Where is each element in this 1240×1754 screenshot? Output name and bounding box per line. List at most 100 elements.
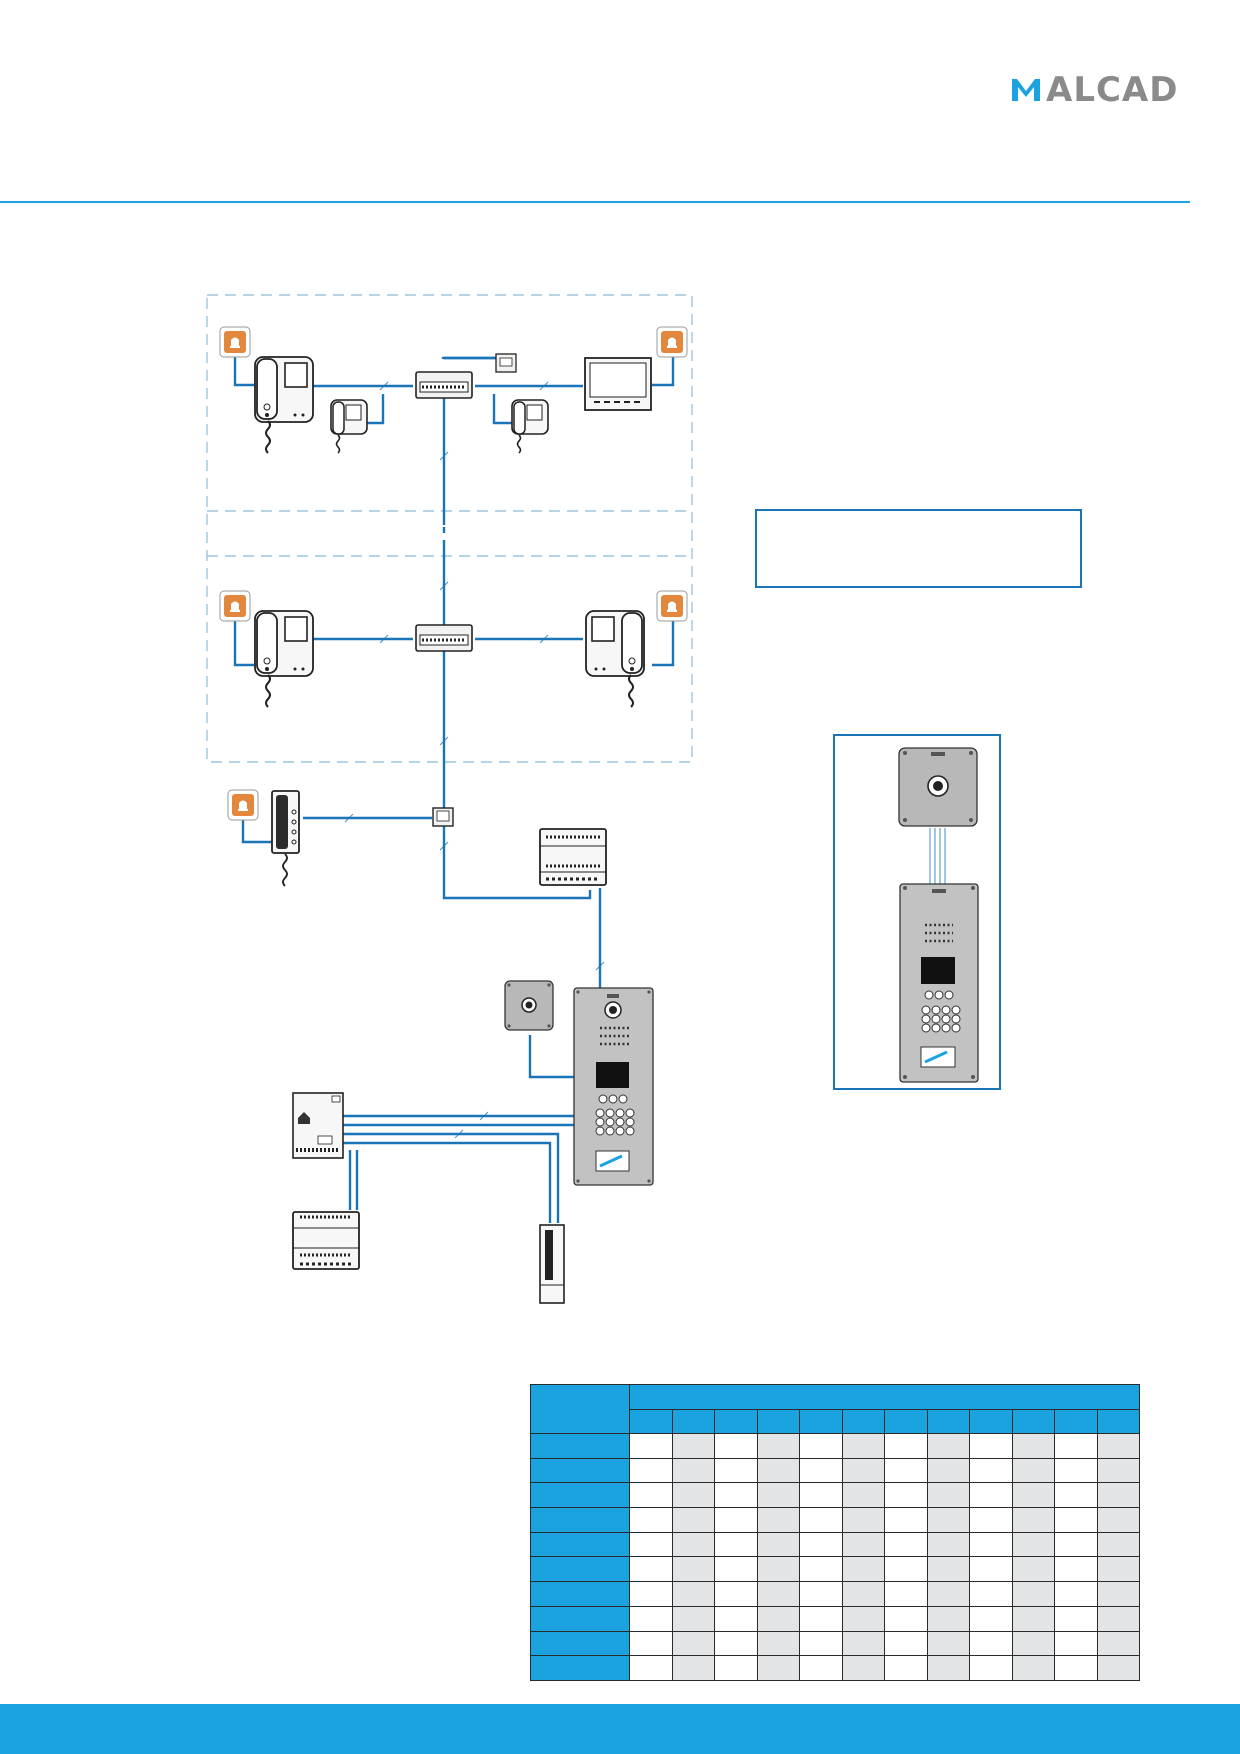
table-cell bbox=[671, 1581, 715, 1607]
table-group-header bbox=[629, 1384, 1140, 1410]
table-cell bbox=[841, 1507, 885, 1533]
table-cell bbox=[969, 1482, 1013, 1509]
table-cell bbox=[714, 1655, 758, 1681]
table-cell bbox=[799, 1605, 843, 1632]
table-cell bbox=[1096, 1605, 1140, 1632]
table-cell bbox=[756, 1433, 800, 1459]
table-cell bbox=[884, 1507, 928, 1533]
bell-icon bbox=[227, 789, 259, 821]
brand-name: ALCAD bbox=[1046, 70, 1179, 110]
table-cell bbox=[1054, 1507, 1098, 1533]
table-cell bbox=[756, 1556, 800, 1583]
table-column-header bbox=[1096, 1409, 1140, 1434]
table-cell bbox=[629, 1531, 673, 1558]
table-cell bbox=[969, 1507, 1013, 1533]
table-cell bbox=[969, 1630, 1013, 1657]
table-column-header bbox=[714, 1409, 758, 1434]
compact-videophone-icon bbox=[330, 399, 368, 454]
table-cell bbox=[756, 1605, 800, 1632]
alcad-logo-mark-icon bbox=[1012, 79, 1040, 101]
table-cell bbox=[1011, 1482, 1055, 1509]
table-cell bbox=[1096, 1655, 1140, 1681]
table-cell bbox=[1054, 1457, 1098, 1484]
table-cell bbox=[799, 1630, 843, 1657]
table-cell bbox=[714, 1482, 758, 1509]
relay-module-icon bbox=[495, 353, 517, 373]
table-cell bbox=[714, 1605, 758, 1632]
table-cell bbox=[1011, 1531, 1055, 1558]
table-cell bbox=[629, 1655, 673, 1681]
table-cell bbox=[799, 1457, 843, 1484]
table-cell bbox=[714, 1507, 758, 1533]
table-cell bbox=[1096, 1457, 1140, 1484]
table-cell bbox=[884, 1655, 928, 1681]
table-cell bbox=[799, 1655, 843, 1681]
table-cell bbox=[969, 1556, 1013, 1583]
table-cell bbox=[629, 1556, 673, 1583]
table-cell bbox=[926, 1457, 970, 1484]
table-cell bbox=[926, 1630, 970, 1657]
table-cell bbox=[884, 1457, 928, 1484]
header-rule bbox=[0, 201, 1190, 203]
table-cell bbox=[1096, 1482, 1140, 1509]
table-row bbox=[530, 1655, 1140, 1681]
table-cell bbox=[926, 1581, 970, 1607]
table-cell bbox=[884, 1556, 928, 1583]
table-cell bbox=[629, 1630, 673, 1657]
table-cell bbox=[1011, 1655, 1055, 1681]
camera-module-icon bbox=[504, 980, 554, 1031]
alcad-logo: ALCAD bbox=[1012, 70, 1178, 110]
table-column-header bbox=[926, 1409, 970, 1434]
table-row-header bbox=[530, 1605, 630, 1632]
table-cell bbox=[671, 1507, 715, 1533]
table-cell bbox=[756, 1507, 800, 1533]
power-supply-icon bbox=[539, 828, 607, 886]
distributor-icon bbox=[414, 370, 474, 400]
table-row-header bbox=[530, 1507, 630, 1533]
table-column-header bbox=[884, 1409, 928, 1434]
notes-box bbox=[755, 509, 1082, 588]
table-cell bbox=[629, 1482, 673, 1509]
table-cell bbox=[841, 1531, 885, 1558]
table-column-header bbox=[799, 1409, 843, 1434]
table-row-header bbox=[530, 1556, 630, 1583]
table-cell bbox=[1096, 1531, 1140, 1558]
table-cell bbox=[969, 1605, 1013, 1632]
table-column-header bbox=[1011, 1409, 1055, 1434]
table-row bbox=[530, 1433, 1140, 1459]
door-panel-icon bbox=[573, 987, 654, 1186]
table-cell bbox=[1011, 1605, 1055, 1632]
table-cell bbox=[1054, 1655, 1098, 1681]
table-cell bbox=[884, 1630, 928, 1657]
touch-monitor-icon bbox=[584, 357, 652, 411]
table-row-header bbox=[530, 1457, 630, 1484]
junction-box-icon bbox=[432, 807, 454, 827]
table-cell bbox=[629, 1605, 673, 1632]
table-cell bbox=[1096, 1630, 1140, 1657]
table-row-header bbox=[530, 1531, 630, 1558]
table-cell bbox=[1011, 1457, 1055, 1484]
table-cell bbox=[926, 1507, 970, 1533]
table-cell bbox=[1011, 1556, 1055, 1583]
table-cell bbox=[1054, 1630, 1098, 1657]
table-cell bbox=[969, 1531, 1013, 1558]
table-cell bbox=[629, 1433, 673, 1459]
table-cell bbox=[1096, 1556, 1140, 1583]
table-column-header bbox=[671, 1409, 715, 1434]
table-cell bbox=[884, 1605, 928, 1632]
table-row bbox=[530, 1630, 1140, 1657]
table-cell bbox=[714, 1531, 758, 1558]
table-column-header bbox=[629, 1409, 673, 1434]
table-cell bbox=[671, 1556, 715, 1583]
table-cell bbox=[1096, 1581, 1140, 1607]
table-cell bbox=[671, 1457, 715, 1484]
table-row-header bbox=[530, 1581, 630, 1607]
table-cell bbox=[799, 1507, 843, 1533]
table-cell bbox=[969, 1581, 1013, 1607]
table-cell bbox=[799, 1556, 843, 1583]
table-cell bbox=[926, 1556, 970, 1583]
table-cell bbox=[841, 1605, 885, 1632]
table-cell bbox=[884, 1433, 928, 1459]
table-cell bbox=[841, 1581, 885, 1607]
table-row bbox=[530, 1556, 1140, 1583]
